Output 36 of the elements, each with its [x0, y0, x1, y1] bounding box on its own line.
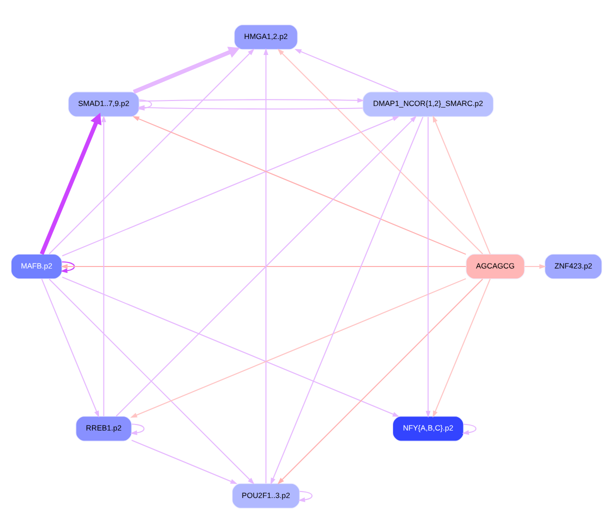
arrow — [294, 48, 398, 92]
arrow — [432, 114, 491, 254]
node-box: NFY{A,B,C}.p2 — [392, 415, 464, 441]
arrow — [524, 264, 546, 268]
arrow — [132, 116, 466, 254]
node-box: AGCAGCG — [466, 253, 525, 279]
arrow — [139, 98, 364, 102]
arrow — [277, 48, 483, 254]
arrow — [40, 112, 102, 254]
arrow — [130, 278, 466, 418]
arrow — [60, 260, 75, 273]
arrow — [48, 48, 254, 254]
node-box: SMAD1..7,9.p2 — [68, 91, 140, 117]
node-box: POU2F1..3.p2 — [232, 482, 300, 508]
arrow — [270, 116, 424, 484]
arrow — [132, 46, 240, 94]
arrow — [264, 48, 268, 483]
arrow — [131, 439, 238, 484]
node-box: MAFB.p2 — [10, 253, 62, 279]
arrow — [62, 276, 400, 416]
arrow — [116, 115, 417, 416]
node-box: DMAP1_NCOR{1,2}_SMARC.p2 — [362, 91, 494, 117]
arrow — [48, 278, 254, 484]
node-box: HMGA1,2.p2 — [234, 24, 298, 50]
arrow — [298, 490, 313, 502]
arrow — [432, 278, 491, 418]
arrow — [277, 278, 483, 484]
arrow — [41, 278, 100, 418]
arrow — [60, 264, 466, 268]
arrow — [62, 116, 400, 256]
arrow — [426, 116, 431, 418]
node-box: ZNF423.p2 — [544, 253, 602, 279]
node-box: RREB1.p2 — [76, 415, 132, 441]
arrow — [462, 423, 476, 434]
arrow — [130, 423, 144, 435]
arrow — [101, 114, 106, 416]
